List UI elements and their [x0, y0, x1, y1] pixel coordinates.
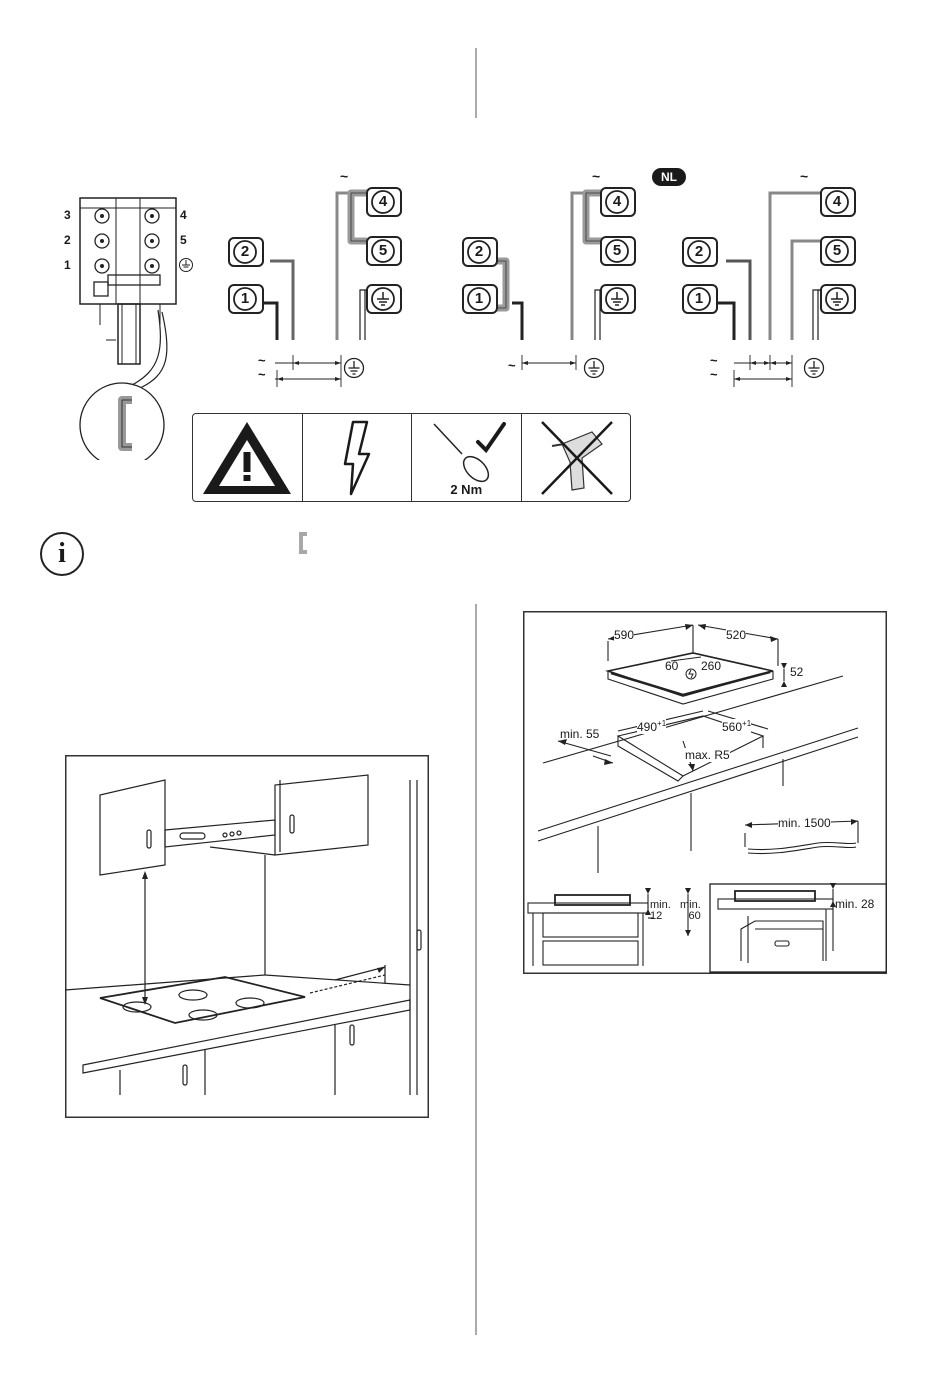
warning-triangle-icon [193, 414, 303, 501]
dim-cut-depth: 560+1 [722, 719, 751, 734]
terminal-label-4: 4 [180, 208, 187, 222]
dim-60: 60 [665, 659, 678, 673]
warning-strip: 2 Nm [192, 413, 631, 502]
terminal-label-3: 3 [64, 208, 71, 222]
screwdriver-check-icon: 2 Nm [412, 414, 522, 501]
no-drill-icon [522, 414, 631, 501]
ground-symbol-d2 [583, 357, 605, 379]
torque-label: 2 Nm [412, 482, 521, 497]
kitchen-illustration [65, 755, 429, 1118]
bracket-icon [296, 531, 310, 555]
dim-height: 52 [790, 665, 803, 679]
terminal-label-1: 1 [64, 258, 71, 272]
dim-width: 590 [614, 628, 634, 642]
dim-maxR5: max. R5 [685, 748, 730, 762]
tilde-double-d3: ~ ~ [710, 354, 718, 382]
ground-small-icon [178, 257, 194, 273]
tilde-d2: ~ [592, 168, 600, 184]
node-2-d2: 2 [462, 237, 498, 267]
dim-min28: min. 28 [835, 897, 874, 911]
dim-depth: 520 [726, 628, 746, 642]
dim-min60: min.60 [680, 900, 701, 922]
tilde-d1: ~ [340, 168, 348, 184]
node-4-d2: 4 [600, 187, 636, 217]
node-1-d3: 1 [682, 284, 718, 314]
info-icon: i [40, 532, 84, 576]
node-4-d1: 4 [366, 187, 402, 217]
ground-node-d3 [820, 284, 856, 314]
tilde-d2-bottom: ~ [508, 358, 516, 373]
node-5-d3: 5 [820, 236, 856, 266]
dim-min55: min. 55 [560, 727, 599, 741]
node-5-d1: 5 [366, 236, 402, 266]
dim-cut-width: 490+1 [637, 719, 666, 734]
node-1-d2: 1 [462, 284, 498, 314]
tilde-d3: ~ [800, 168, 808, 184]
dim-260: 260 [701, 659, 721, 673]
ground-symbol-d1 [343, 357, 365, 379]
node-4-d3: 4 [820, 187, 856, 217]
dim-cable: min. 1500 [778, 816, 831, 830]
terminal-label-2: 2 [64, 233, 71, 247]
dim-min12: min.12 [650, 900, 671, 922]
terminal-block [60, 190, 200, 460]
ground-symbol-d3 [803, 357, 825, 379]
lightning-icon [303, 414, 413, 501]
node-5-d2: 5 [600, 236, 636, 266]
ground-node-d1 [366, 284, 402, 314]
terminal-label-5: 5 [180, 233, 187, 247]
node-2-d3: 2 [682, 237, 718, 267]
node-1-d1: 1 [228, 284, 264, 314]
node-2-d1: 2 [228, 237, 264, 267]
tilde-double-d1: ~ ~ [258, 354, 266, 382]
ground-node-d2 [600, 284, 636, 314]
